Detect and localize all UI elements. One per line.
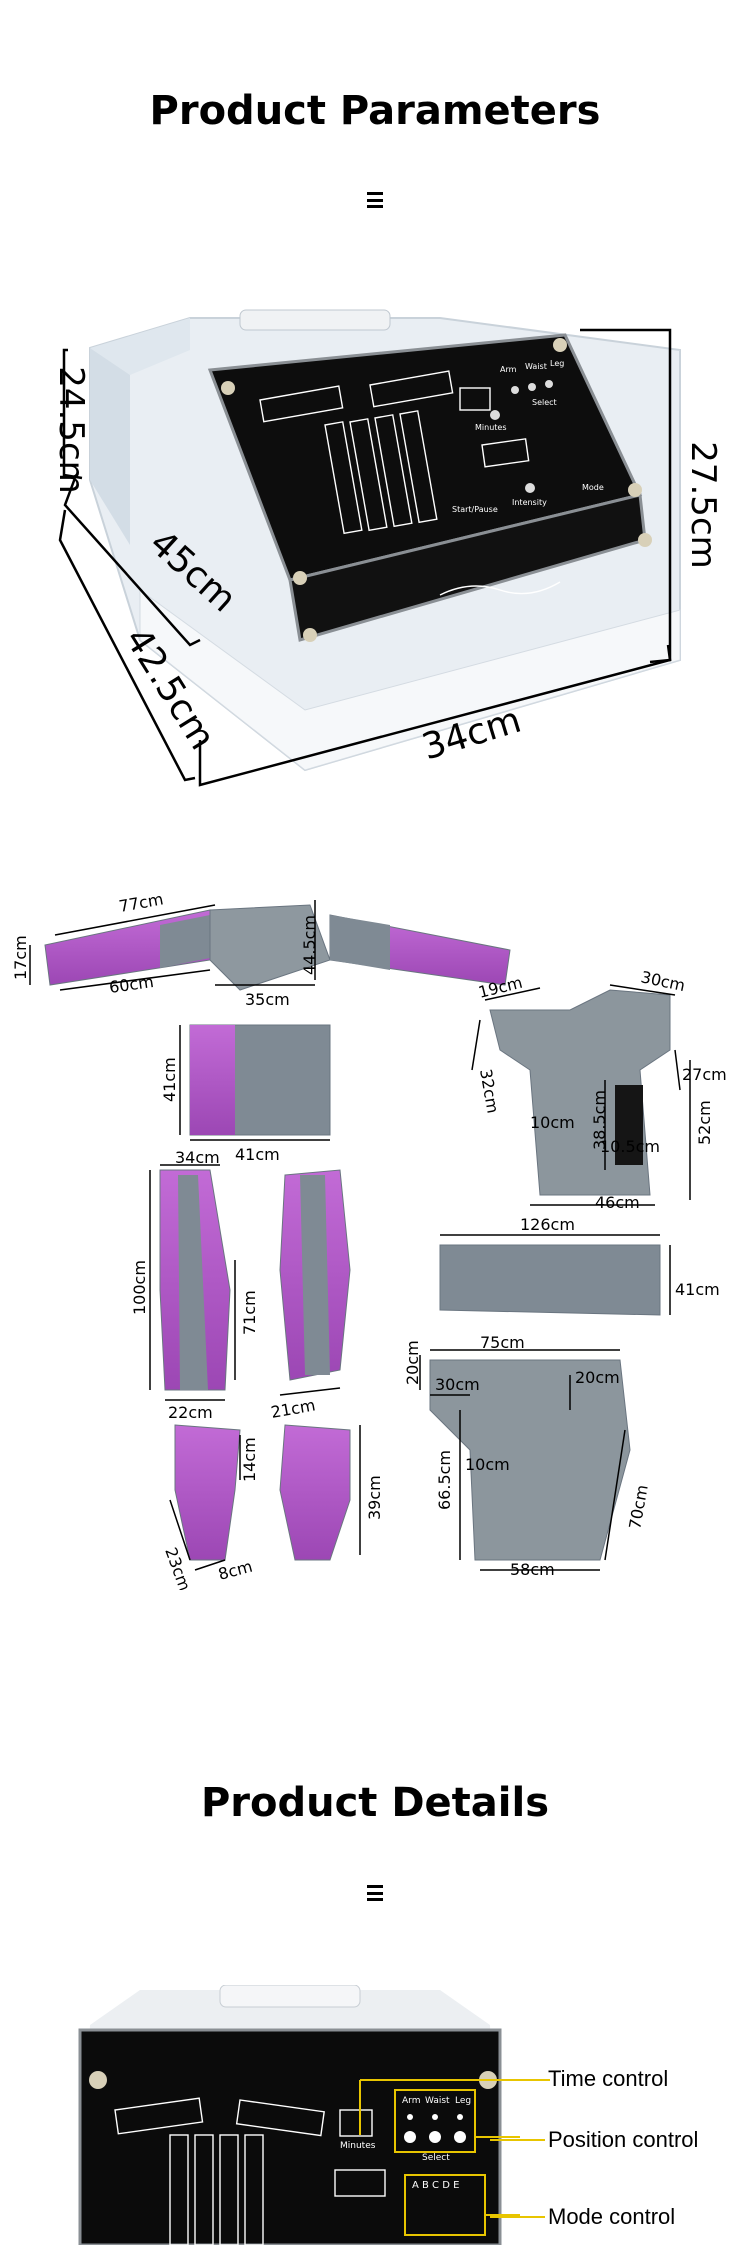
- detail-modes-label: A B C D E: [412, 2180, 459, 2191]
- detail-select-label: Select: [422, 2153, 450, 2163]
- dim-pants-top: 75cm: [480, 1333, 525, 1352]
- dim-vest-inner-h: 38.5cm: [590, 1090, 609, 1150]
- dim-leg-bottom: 22cm: [168, 1403, 213, 1422]
- dim-arm-top: 77cm: [117, 889, 164, 915]
- dim-leg-top: 34cm: [175, 1148, 220, 1167]
- dim-pants-h: 66.5cm: [435, 1450, 454, 1510]
- dim-pants-bottom: 58cm: [510, 1560, 555, 1579]
- accessories-dimension-figure: 77cm 60cm 17cm 44.5cm 35cm 41cm 41cm 19c…: [11, 889, 727, 1590]
- panel-waist-label: Waist: [525, 362, 547, 371]
- time-callout-line: [440, 2079, 550, 2081]
- mode-control-label: Mode control: [548, 2204, 676, 2229]
- dim-arm-bottom: 60cm: [108, 972, 155, 997]
- details-title: Product Details: [200, 1780, 550, 1826]
- detail-waist-label: Waist: [425, 2096, 450, 2106]
- dim-arm-center-w: 35cm: [245, 990, 290, 1009]
- menu-icon: [367, 1885, 383, 1901]
- dim-vest-inner-r: 10.5cm: [600, 1137, 660, 1156]
- dim-wrap-h: 41cm: [160, 1057, 179, 1102]
- position-callout-line: [490, 2139, 545, 2141]
- dim-boot-top: 14cm: [240, 1437, 259, 1482]
- dim-boot-h: 39cm: [365, 1475, 384, 1520]
- dim-height-right: 27.5cm: [683, 441, 723, 569]
- menu-icon: [367, 192, 383, 208]
- dim-pants-l-h: 20cm: [403, 1340, 422, 1385]
- panel-mode-label: Mode: [582, 483, 604, 492]
- panel-arm-label: Arm: [500, 365, 517, 374]
- dim-pants-l-w: 30cm: [435, 1375, 480, 1394]
- parameters-title: Product Parameters: [149, 88, 601, 134]
- dim-vest-h: 52cm: [695, 1100, 714, 1145]
- position-control-label: Position control: [548, 2127, 699, 2152]
- detail-leg-label: Leg: [455, 2096, 471, 2106]
- dim-pants-side: 70cm: [625, 1483, 651, 1530]
- dim-belt-h: 41cm: [675, 1280, 720, 1299]
- dim-leg-h: 100cm: [130, 1260, 149, 1315]
- dim-vest-arm: 27cm: [682, 1065, 727, 1084]
- dim-pants-r: 20cm: [575, 1368, 620, 1387]
- dim-pants-inner: 10cm: [465, 1455, 510, 1474]
- dim-vest-inner-l: 10cm: [530, 1113, 575, 1132]
- panel-minutes-label: Minutes: [475, 423, 507, 432]
- time-control-label: Time control: [548, 2066, 669, 2091]
- machine-detail-figure: Minutes Arm Waist Leg Select A B C D E: [78, 1985, 520, 2245]
- panel-leg-label: Leg: [550, 359, 564, 368]
- dim-arm-end: 17cm: [11, 935, 30, 980]
- detail-arm-label: Arm: [402, 2096, 420, 2106]
- mode-callout-line: [490, 2216, 545, 2218]
- dim-wrap-w: 41cm: [235, 1145, 280, 1164]
- panel-select-label: Select: [532, 398, 557, 407]
- machine-dimension-figure: Arm Waist Leg Select Minutes Intensity M…: [51, 309, 723, 787]
- dim-height-left: 24.5cm: [51, 366, 91, 494]
- panel-startpause-label: Start/Pause: [452, 505, 498, 514]
- dim-leg-foot: 21cm: [269, 1395, 316, 1421]
- dim-vest-w: 46cm: [595, 1193, 640, 1212]
- dim-arm-center-h: 44.5cm: [300, 915, 319, 975]
- dim-vest-side: 32cm: [476, 1067, 502, 1114]
- dim-leg-inner: 71cm: [240, 1290, 259, 1335]
- panel-intensity-label: Intensity: [512, 498, 547, 507]
- dim-belt-w: 126cm: [520, 1215, 575, 1234]
- detail-minutes-label: Minutes: [340, 2141, 376, 2151]
